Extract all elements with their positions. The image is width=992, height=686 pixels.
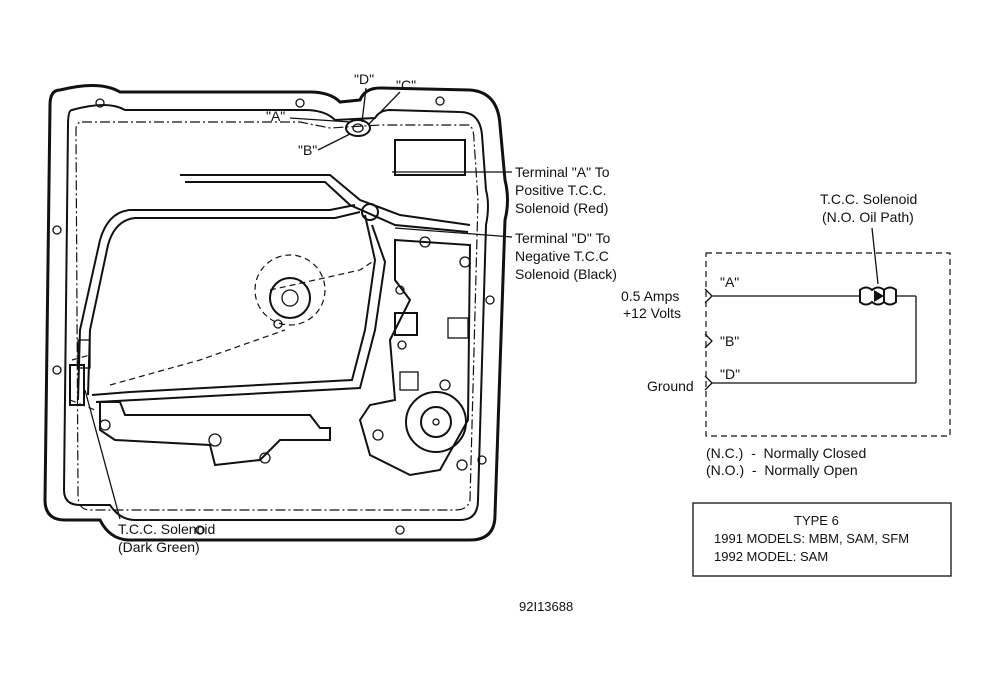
valve-block	[399, 371, 419, 391]
accumulator-piston	[420, 406, 452, 438]
valve-bolt	[372, 429, 384, 441]
connector-bolt	[361, 203, 379, 221]
schematic-pin-d: "D"	[720, 366, 740, 382]
wiring-harness-inner	[87, 211, 361, 396]
schematic-case-outline	[705, 252, 951, 437]
legend-normally-closed: (N.C.) - Normally Closed	[706, 445, 866, 461]
callout-leaders	[84, 87, 513, 520]
tcc-solenoid-plug	[77, 339, 91, 369]
pin-b-chevron	[704, 333, 713, 349]
leader-d	[361, 87, 367, 123]
bolt-hole	[195, 525, 205, 535]
type-box-line-1: TYPE 6	[794, 513, 839, 528]
type-box-line-3: 1992 MODEL: SAM	[714, 549, 828, 564]
bolt-hole	[395, 525, 405, 535]
filter-outline	[254, 254, 326, 326]
solenoid-wire-2	[95, 224, 387, 403]
label-terminal-d-desc-3: Solenoid (Black)	[515, 266, 617, 282]
label-terminal-b: "B"	[298, 142, 317, 158]
pan-outer-flange	[43, 84, 509, 542]
label-terminal-c: "C"	[396, 77, 416, 93]
bolt-hole	[485, 295, 495, 305]
schematic-title-1: T.C.C. Solenoid	[820, 191, 917, 207]
valve-body-right	[358, 238, 472, 477]
leader-c	[367, 91, 401, 126]
schematic-title-leader	[871, 227, 879, 285]
leader-b	[317, 133, 351, 151]
valve-bolt	[459, 256, 471, 268]
pan-inner-flange	[62, 104, 489, 521]
case-connector-center	[352, 123, 364, 133]
bolt-hole	[52, 365, 62, 375]
legend-normally-open: (N.O.) - Normally Open	[706, 462, 858, 478]
valve-bolt	[456, 459, 468, 471]
bolt-hole	[52, 225, 62, 235]
valve-bolt	[439, 379, 451, 391]
label-terminal-a-desc-1: Terminal "A" To	[515, 164, 610, 180]
valve-bolt	[395, 285, 405, 295]
pan-bolt-holes	[52, 96, 495, 535]
pan-bolt-line	[75, 121, 479, 511]
leader-a	[289, 117, 351, 123]
wiring-harness	[77, 204, 356, 401]
pressure-switch-line	[180, 174, 471, 226]
tcc-solenoid-body	[69, 364, 85, 406]
accumulator-center	[432, 418, 440, 426]
valve-body	[99, 401, 331, 467]
valve-bolt	[99, 419, 111, 431]
schematic-pin-a: "A"	[720, 274, 739, 290]
case-connector	[345, 119, 371, 137]
valve-bolt	[208, 433, 222, 447]
valve-bolt	[397, 340, 407, 350]
bolt-hole	[295, 98, 305, 108]
schematic-volts-label: +12 Volts	[623, 305, 681, 321]
schematic-amps-label: 0.5 Amps	[621, 288, 679, 304]
label-terminal-a: "A"	[266, 108, 285, 124]
solenoid-wire	[91, 214, 377, 396]
filter-intake	[269, 277, 311, 319]
valve-bolt	[419, 236, 431, 248]
leader-terminal-d	[394, 227, 513, 238]
label-terminal-d-desc-2: Negative T.C.C	[515, 248, 609, 264]
filter-intake-center	[281, 289, 299, 307]
schematic-ground-label: Ground	[647, 378, 694, 394]
bolt-hole	[477, 455, 487, 465]
schematic-title-2: (N.O. Oil Path)	[822, 209, 914, 225]
label-terminal-d: "D"	[354, 71, 374, 87]
figure-id: 92I13688	[519, 599, 573, 614]
solenoid-schematic: T.C.C. Solenoid (N.O. Oil Path) "A" "B" …	[621, 191, 951, 478]
hidden-pipe	[69, 259, 376, 411]
label-solenoid-1: T.C.C. Solenoid	[118, 521, 215, 537]
oil-pan-illustration	[43, 84, 509, 542]
accumulator-housing	[405, 391, 467, 453]
schematic-pin-b: "B"	[720, 333, 739, 349]
label-terminal-a-desc-3: Solenoid (Red)	[515, 200, 608, 216]
bolt-hole	[435, 96, 445, 106]
valve-block	[394, 312, 418, 336]
schematic-solenoid-icon	[859, 286, 897, 306]
valve-bolt	[259, 452, 271, 464]
leader-solenoid	[84, 389, 121, 520]
pressure-switch-line-2	[185, 181, 469, 233]
type-box-line-2: 1991 MODELS: MBM, SAM, SFM	[714, 531, 909, 546]
valve-bolt	[273, 319, 283, 329]
valve-block	[447, 317, 469, 339]
label-terminal-d-desc-1: Terminal "D" To	[515, 230, 610, 246]
type-info-box: TYPE 6 1991 MODELS: MBM, SAM, SFM 1992 M…	[692, 502, 952, 577]
bolt-hole	[95, 98, 105, 108]
label-terminal-a-desc-2: Positive T.C.C.	[515, 182, 607, 198]
pan-labels: "D" "C" "A" "B" Terminal "A" To Positive…	[118, 71, 617, 555]
pin-d-chevron	[704, 375, 713, 391]
connector-block	[394, 139, 466, 176]
label-solenoid-2: (Dark Green)	[118, 539, 200, 555]
